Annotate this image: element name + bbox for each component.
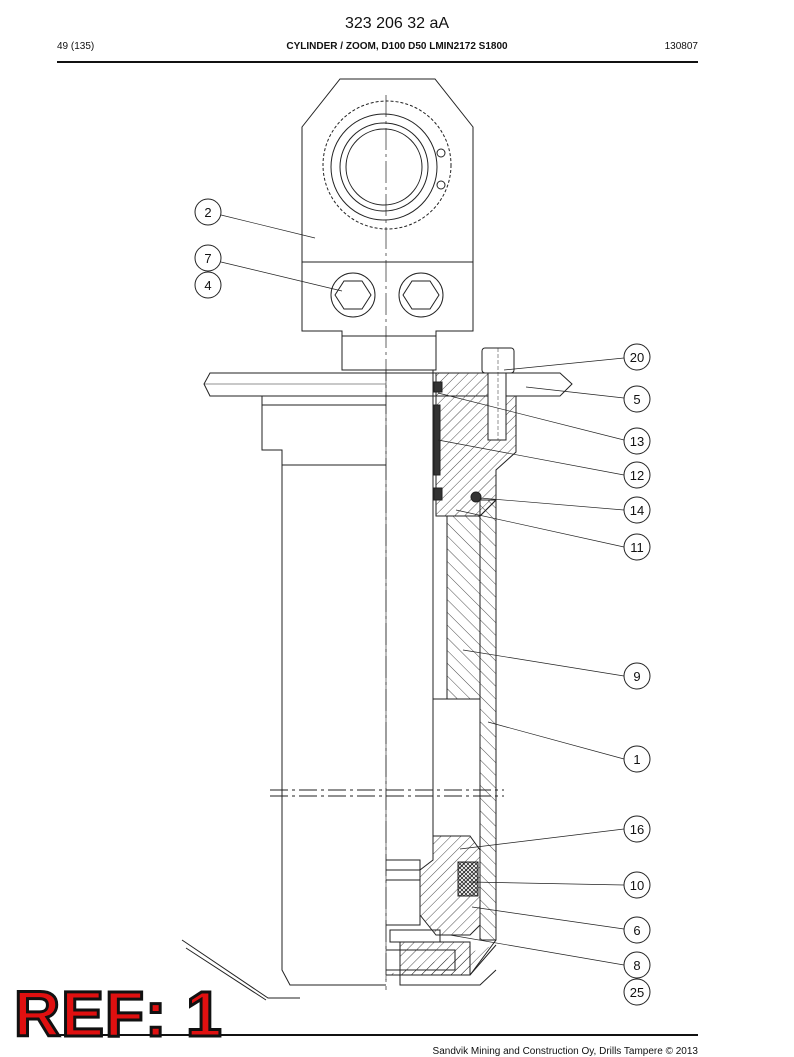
callout-20: 20	[630, 350, 644, 365]
clevis-head	[301, 78, 474, 337]
callout-12: 12	[630, 468, 644, 483]
guide-sleeve	[446, 515, 481, 700]
callout-8: 8	[633, 958, 640, 973]
header-rule	[57, 61, 698, 63]
document-number: 323 206 32 aA	[344, 15, 450, 32]
piston-section	[419, 835, 481, 936]
callout-14: 14	[630, 503, 644, 518]
hex-plug-right	[398, 272, 444, 318]
callout-25: 25	[630, 985, 644, 1000]
callout-1: 1	[633, 752, 640, 767]
cylinder-body-left	[261, 396, 386, 986]
callout-10: 10	[630, 878, 644, 893]
footer-copyright: Sandvik Mining and Construction Oy, Dril…	[432, 1046, 698, 1057]
callout-4: 4	[204, 278, 211, 293]
callout-2: 2	[204, 205, 211, 220]
callout-11: 11	[630, 540, 644, 555]
date-code: 130807	[664, 41, 698, 52]
hose	[181, 939, 300, 1001]
callout-16: 16	[630, 822, 644, 837]
callout-6: 6	[633, 923, 640, 938]
callout-5: 5	[633, 392, 640, 407]
footer-rule	[57, 1034, 698, 1036]
page-title: CYLINDER / ZOOM, D100 D50 LMIN2172 S1800	[286, 41, 508, 52]
page-number: 49 (135)	[57, 41, 95, 52]
hex-plug-left	[330, 272, 376, 318]
callout-7: 7	[204, 251, 211, 266]
flange-plate	[203, 372, 573, 397]
callout-9: 9	[633, 669, 640, 684]
callout-13: 13	[630, 434, 644, 449]
ref-stamp: REF: 1	[13, 978, 224, 1050]
